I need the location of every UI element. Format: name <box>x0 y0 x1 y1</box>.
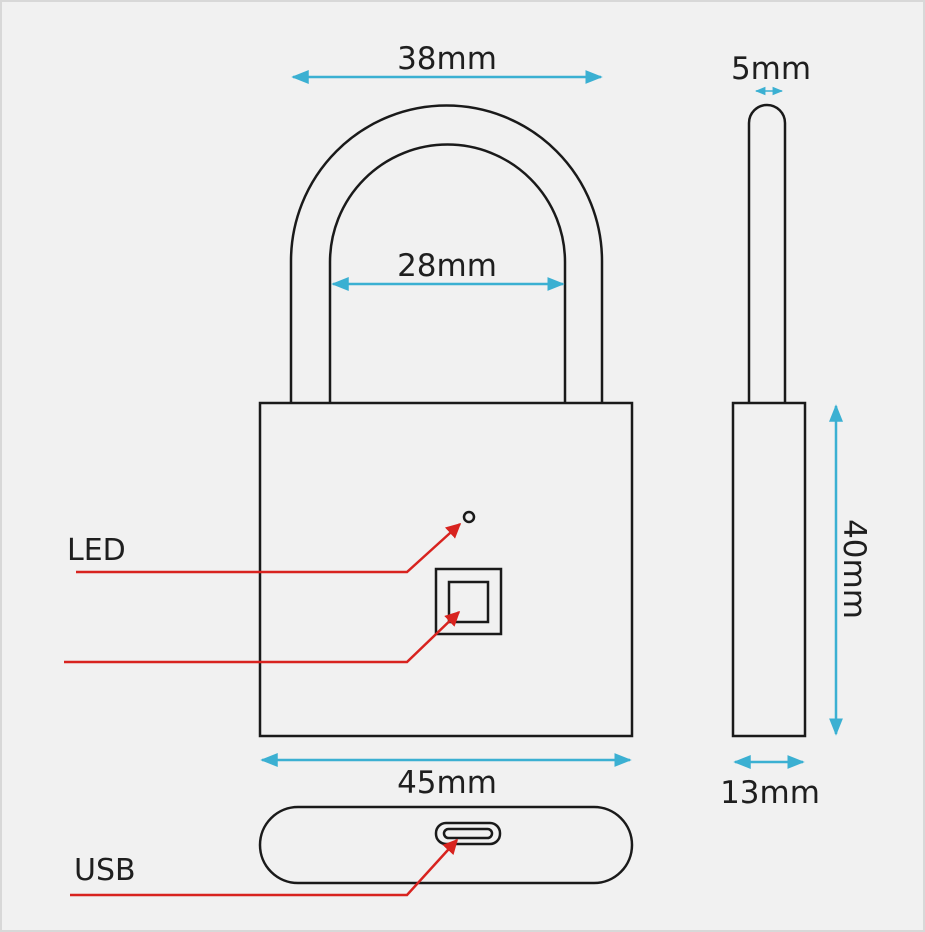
fingerprint-sensor-inner <box>447 580 490 624</box>
usb-label: USB <box>74 853 136 888</box>
callout-lines <box>64 522 462 897</box>
usb-port-inner <box>442 827 494 840</box>
dimension-arrows <box>260 70 843 769</box>
fingerprint-sensor-outer <box>434 567 503 636</box>
side-view <box>731 103 807 738</box>
led-callout-line <box>76 522 462 574</box>
shackle-inner <box>328 143 567 403</box>
usb-callout-line <box>70 838 459 897</box>
label-13mm: 13mm <box>720 775 820 811</box>
label-38mm: 38mm <box>397 41 497 77</box>
label-40mm: 40mm <box>836 519 872 619</box>
side-shackle <box>747 103 787 403</box>
bottom-view <box>258 805 634 885</box>
front-view <box>258 104 634 738</box>
usb-port <box>434 821 502 846</box>
label-28mm: 28mm <box>397 248 497 284</box>
led-indicator <box>462 510 476 524</box>
led-label: LED <box>67 533 126 568</box>
fingerprint-callout-line <box>64 610 461 664</box>
side-body <box>731 401 807 738</box>
label-5mm: 5mm <box>731 51 811 87</box>
shackle-outer <box>289 104 604 403</box>
lock-bottom <box>258 805 634 885</box>
lock-body <box>258 401 634 738</box>
label-45mm: 45mm <box>397 765 497 801</box>
